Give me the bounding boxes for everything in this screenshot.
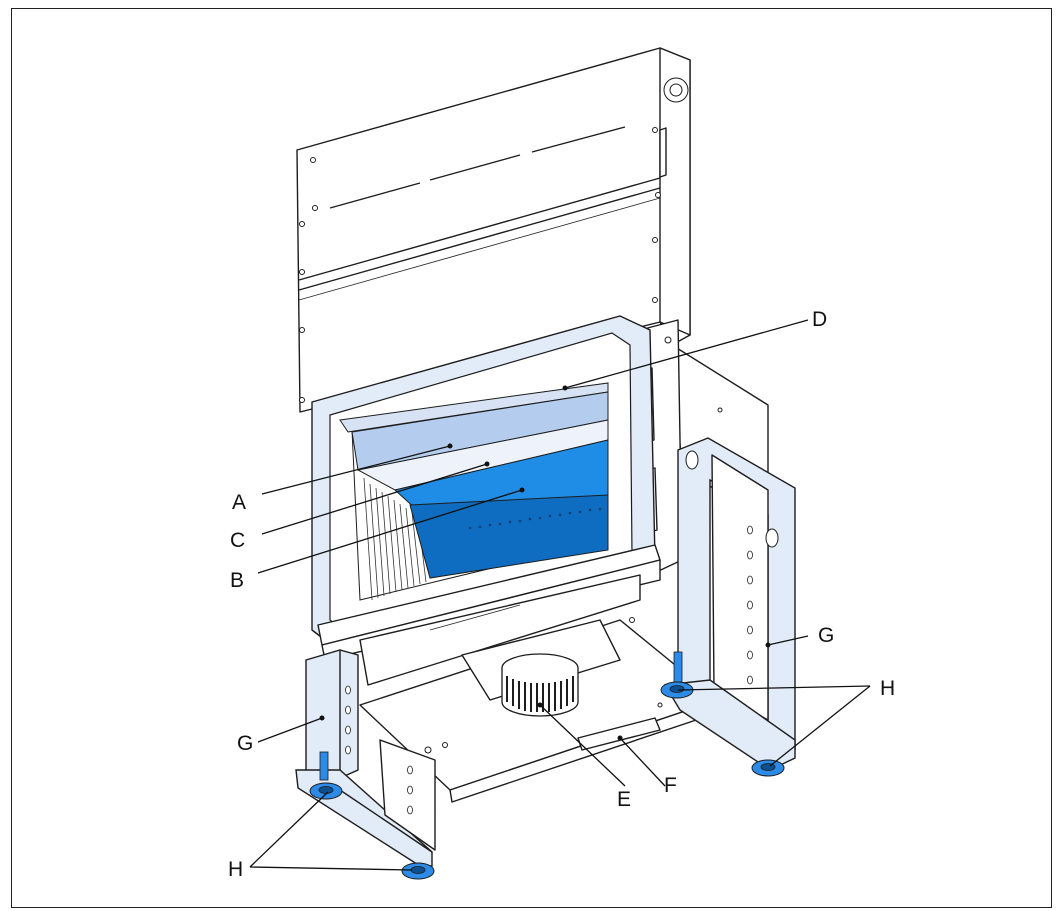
callout-g-right: G bbox=[818, 624, 834, 647]
callout-f: F bbox=[664, 774, 677, 797]
callout-h-left: H bbox=[228, 858, 243, 881]
foot-left-front bbox=[401, 862, 435, 880]
deflector-plate-b-lower bbox=[409, 494, 609, 579]
callout-c: C bbox=[230, 529, 245, 552]
leader-lines bbox=[249, 319, 871, 871]
callout-h-right: H bbox=[880, 677, 895, 700]
foot-right-back bbox=[660, 681, 694, 699]
left-leg bbox=[295, 649, 436, 867]
deflector-plates bbox=[339, 382, 609, 579]
callout-g-left: G bbox=[237, 732, 253, 755]
right-leg bbox=[663, 437, 796, 771]
foot-right-front bbox=[751, 759, 785, 777]
callout-e: E bbox=[617, 788, 631, 811]
upper-flue-panel bbox=[296, 47, 691, 413]
lower-rails bbox=[317, 544, 661, 686]
air-duct-f bbox=[577, 717, 661, 751]
callout-d: D bbox=[812, 308, 827, 331]
callout-labels: A C B D E F G G H H bbox=[228, 308, 895, 881]
callout-b: B bbox=[230, 569, 244, 592]
foot-left-back bbox=[309, 782, 343, 800]
adjustable-feet bbox=[309, 681, 785, 880]
callout-a: A bbox=[232, 491, 246, 514]
figure-frame bbox=[11, 8, 1052, 908]
